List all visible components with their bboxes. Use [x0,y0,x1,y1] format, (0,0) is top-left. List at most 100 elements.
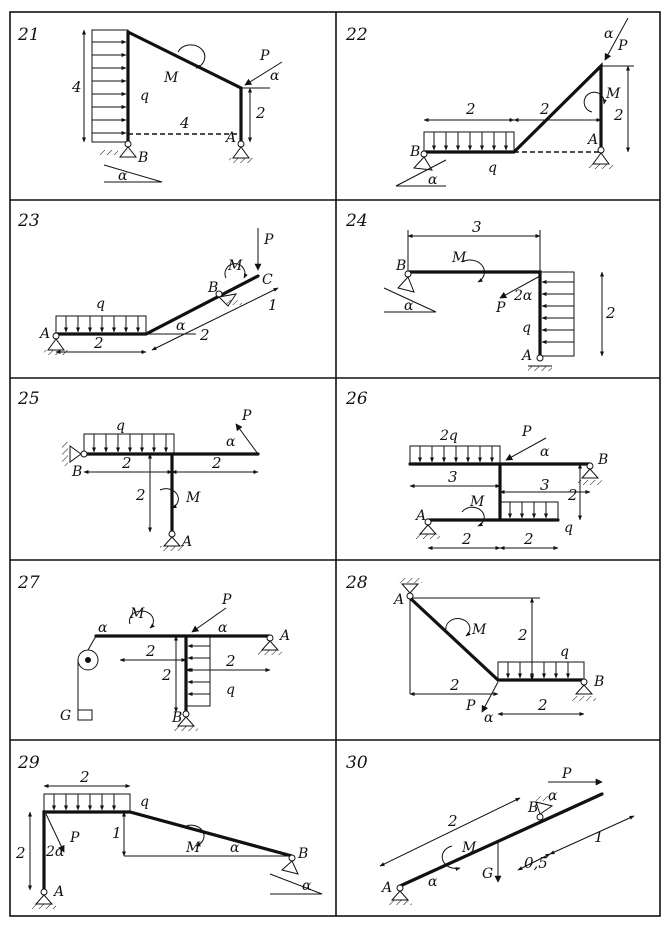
pin-support [589,146,613,169]
svg-text:M: M [129,606,145,622]
svg-text:α: α [230,840,240,856]
moment-arrow [185,824,205,847]
svg-text:B: B [207,280,218,296]
svg-text:G: G [60,708,71,724]
svg-text:P: P [263,232,274,248]
svg-text:M: M [471,622,487,638]
svg-text:A: A [586,132,598,148]
frame [408,596,586,682]
pin-support [44,332,68,355]
roller-support [258,634,282,655]
svg-text:α: α [604,26,614,42]
svg-text:α: α [428,874,438,890]
svg-text:2: 2 [15,844,26,862]
svg-text:2: 2 [121,454,132,472]
svg-text:1: 1 [112,824,122,842]
svg-text:2: 2 [79,768,90,786]
problem-number: 24 [345,211,368,231]
problem-number: 23 [17,211,40,231]
force-arrow [481,681,499,713]
svg-text:B: B [171,710,182,726]
svg-text:2α: 2α [45,844,65,860]
svg-text:α: α [540,444,550,460]
roller-support [215,290,242,307]
svg-text:2: 2 [135,486,146,504]
svg-text:α: α [226,434,236,450]
svg-text:M: M [451,250,467,266]
frame [398,792,604,888]
force-arrow [235,423,259,455]
svg-text:B: B [527,800,538,816]
svg-text:P: P [241,408,252,424]
svg-text:A: A [392,592,404,608]
force-arrow [499,275,541,299]
roller-support [100,140,163,183]
svg-text:α: α [218,620,228,636]
moment-arrow [461,259,485,283]
roller-support [578,462,602,485]
svg-text:q: q [140,88,149,104]
svg-text:2α: 2α [513,288,533,304]
svg-text:α: α [404,298,414,314]
distributed-load [409,445,501,465]
frame [94,634,272,714]
force-arrow [505,437,547,461]
svg-text:B: B [593,674,604,690]
problem-number: 26 [345,389,368,409]
distributed-load [43,793,131,813]
svg-text:B: B [597,452,608,468]
roller-support [269,854,323,895]
problem-number: 29 [17,753,40,773]
svg-text:2: 2 [465,100,476,118]
svg-text:A: A [278,628,290,644]
svg-text:B: B [297,846,308,862]
wall-support [62,442,88,466]
moment-arrow [159,488,179,509]
moment-arrow [445,618,471,637]
problem-23: 23 2 2 1 α q P C M B [17,211,279,355]
pin-support [388,884,412,905]
svg-text:2: 2 [613,106,624,124]
svg-text:2: 2 [523,530,534,548]
svg-text:q: q [564,520,573,536]
svg-text:P: P [465,698,476,714]
roller-support [395,150,447,187]
svg-text:2: 2 [447,812,458,830]
frame [42,810,294,892]
problem-29: 29 2 2 1 P 2α M α q A [15,753,323,909]
svg-text:3: 3 [448,468,458,486]
svg-text:α: α [302,878,312,894]
frame [422,62,603,154]
svg-text:q: q [140,794,149,810]
svg-text:2: 2 [93,334,104,352]
svg-text:α: α [428,172,438,188]
svg-text:B: B [395,258,406,274]
svg-text:2: 2 [517,626,528,644]
pulley [77,635,99,721]
pin-support [383,270,437,313]
svg-text:2: 2 [161,666,172,684]
problem-21: 21 4 4 2 M P α q [17,25,283,184]
svg-text:M: M [469,494,485,510]
frame [82,452,260,534]
distributed-load [55,315,147,335]
svg-text:A: A [380,880,392,896]
problem-26: 26 3 3 2 2 2 P α 2q q [345,389,608,550]
grid-frame [9,11,661,917]
svg-text:α: α [176,318,186,334]
svg-text:M: M [185,490,201,506]
svg-text:P: P [495,300,506,316]
svg-text:M: M [461,840,477,856]
pin-support [229,140,253,163]
svg-text:3: 3 [540,476,550,494]
moment-arrow [177,44,206,69]
svg-text:q: q [116,418,125,434]
frame [406,270,542,358]
svg-text:A: A [520,348,532,364]
svg-text:P: P [561,766,572,782]
svg-text:2: 2 [605,304,616,322]
svg-text:α: α [118,168,128,184]
svg-text:A: A [38,326,50,342]
svg-text:2: 2 [567,486,578,504]
